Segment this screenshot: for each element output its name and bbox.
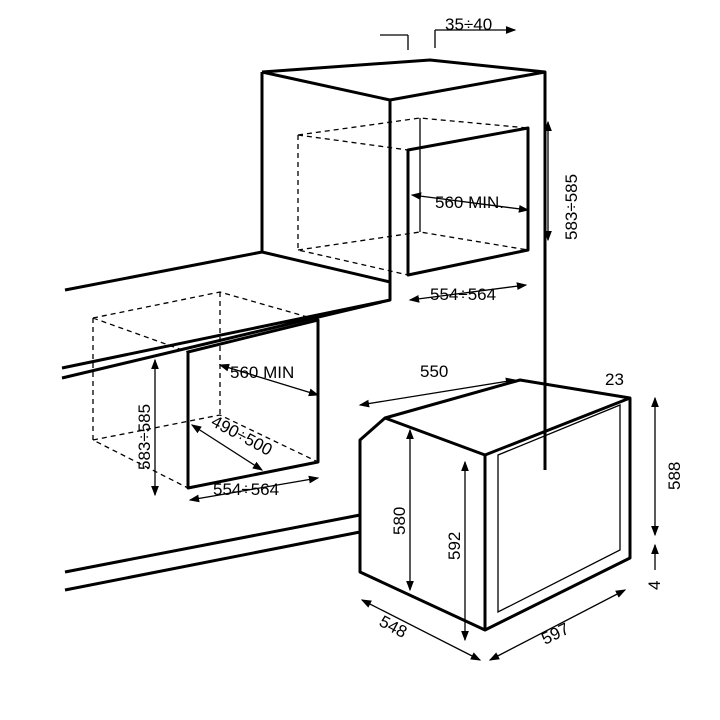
column-width-label: 554÷564 [430,285,496,304]
tall-column-cabinet [260,58,547,385]
oven-side-depth-label: 548 [376,612,410,642]
oven-front-height-label: 588 [665,462,684,490]
oven [358,378,632,632]
column-height-label: 583÷585 [562,174,581,240]
undercounter-depth-label: 560 MIN [230,363,294,382]
undercounter-niche [92,291,320,490]
oven-door-thickness-label: 23 [605,370,624,389]
oven-depth-label: 550 [420,362,448,381]
undercounter-inner-depth-label: 490÷500 [208,412,275,460]
oven-bottom-gap-label: 4 [645,581,664,590]
undercounter-width-label: 554÷564 [213,480,279,499]
dimension-lines [151,30,659,661]
column-gap-label: 35÷40 [445,15,492,34]
column-depth-label: 560 MIN. [435,193,504,212]
floor-plinth [64,385,547,592]
oven-height-label: 592 [445,532,464,560]
oven-body-height-label: 580 [390,507,409,535]
undercounter-height-label: 583÷585 [135,404,154,470]
countertop [61,250,392,380]
oven-width-label: 597 [538,619,572,649]
